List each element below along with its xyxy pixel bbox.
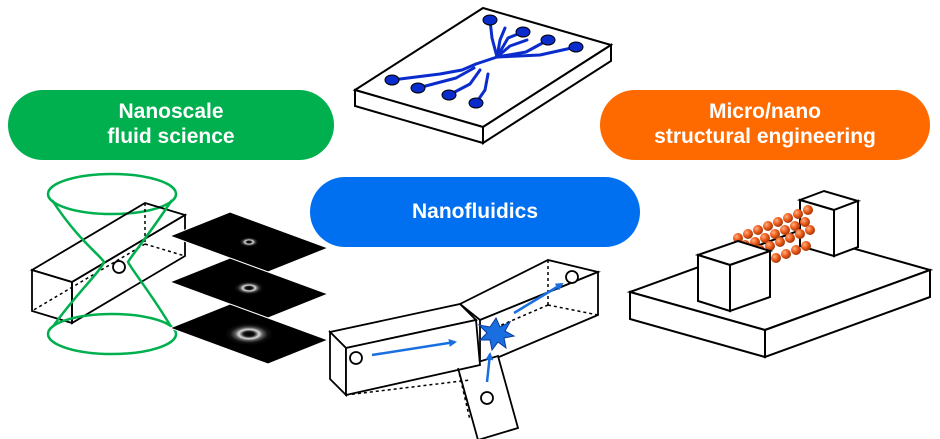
- image-stack-icon: [168, 211, 330, 365]
- micro-nano-line2: structural engineering: [654, 125, 876, 148]
- nanofluidics-text: Nanofluidics: [411, 199, 538, 223]
- nanoparticle-array: [733, 205, 815, 267]
- nanostructure-block-icon: [626, 189, 934, 359]
- nanoscale-fluid-science-line1: Nanoscale: [118, 100, 224, 124]
- optical-trap-channel-icon: [29, 172, 188, 356]
- nanofluidics-label: Nanofluidics: [310, 177, 640, 247]
- nanoscale-fluid-science-label: Nanoscale fluid science: [8, 90, 334, 160]
- micro-nano-structural-engineering-label: Micro/nano structural engineering: [600, 90, 930, 160]
- microfluidic-chip-icon: [352, 6, 614, 145]
- micro-nano-line1: Micro/nano: [708, 100, 821, 124]
- branching-channel-icon: [328, 259, 601, 439]
- nanoscale-fluid-science-line2: fluid science: [107, 125, 235, 148]
